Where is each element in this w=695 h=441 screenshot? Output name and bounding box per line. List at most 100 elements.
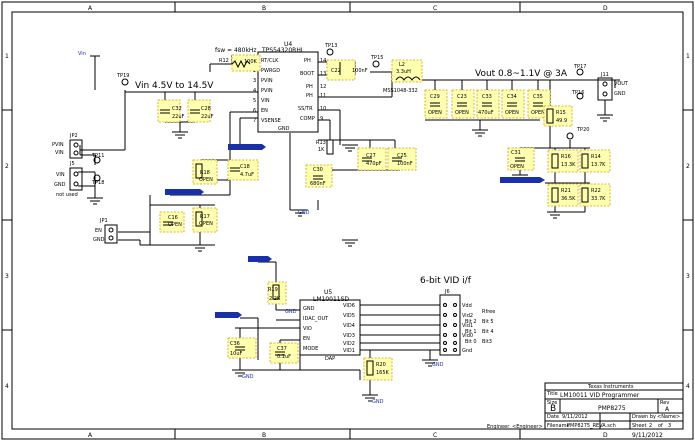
c36-val: 10uF [230,351,243,357]
c27-val: 470pF [366,161,382,167]
u5-pin-left-4: EN [303,336,310,342]
input-connectors: JP2 PVIN VIN J5 VIN GND not used JP1 EN … [52,133,118,244]
r15-highlight [543,105,573,127]
c32-ref: C32 [172,106,182,112]
sheet-value: 2 [649,423,652,429]
tp19-label: TP19 [116,73,129,79]
u4-pin-left-4: PVIN [261,88,273,94]
u5-pin-right-2: VID5 [343,313,355,319]
c32-val: 22uF [172,114,185,120]
j6-right-2: Bit 5 [482,319,494,325]
u4-gnd-pad: GND [278,126,290,132]
jp1-pin2: GND [93,237,105,243]
r14-ref: R14 [591,154,601,160]
c22-highlight [326,59,356,81]
en-network: C18 4.7uF R18 OPEN R17 OPEN C16 OPEN [159,144,266,233]
c36-highlight [227,337,257,359]
drawn-value: <Name> [657,414,680,420]
j6-connector: J6 Vdd Vid2 Vid1 Vid0 Gnd Rfree Bit 5 Bi… [439,289,495,356]
c34-val: OPEN [505,110,519,116]
r21-ref: R21 [561,188,571,194]
gnd-label-u5: GND [242,374,254,380]
u5-pin-left-1: GND [303,306,315,312]
c30-val: 680nF [310,181,326,187]
en-net-flag-u5 [215,312,242,318]
c16-ref: C16 [168,215,178,221]
row-label-1: 1 [5,53,9,60]
c18-val: 4.7uF [240,172,254,178]
jp1-ref: JP1 [99,218,108,224]
c28-ref: C28 [201,106,211,112]
u4-pin-num-l5: 5 [253,98,256,104]
u5-pin-right-3: VID4 [343,323,355,329]
c33-val: 470uF [478,110,494,116]
size-label: Size [547,400,557,406]
r15-ref: R15 [556,110,566,116]
u4-fsw: fsw = 480kHz [215,47,257,54]
u4-ref: U4 [284,41,292,48]
l2-ref: L2 [399,62,405,68]
c25-ref: C25 [397,153,407,159]
filename-value: PMP8275_REVA.sch [567,423,616,429]
u4-pin-num-r1: 14 [320,58,326,64]
title-block: Texas Instruments Title LM10011 VID Prog… [487,382,684,439]
r22-ref: R22 [591,188,601,194]
tp17-label: TP17 [573,64,586,70]
ground-symbols: GND GND GND GND GND [87,114,613,405]
u4-pin-left-2: PWRGD [261,68,280,74]
vid-feedback-net-flag [500,177,545,183]
footer-date: 9/11/2012 [632,432,663,439]
row-label-2-right: 2 [686,163,690,170]
j5-pin2: GND [54,182,66,188]
r22-val: 33.7K [591,196,606,202]
c23-val: OPEN [455,110,469,116]
r12-ref: R12 [219,58,229,64]
u5-pin-right-5: VID2 [343,341,355,347]
l2-val: 3.3uH [396,69,411,75]
en-net-flag [165,189,204,195]
sheet-label: Sheet [632,423,646,429]
u4-pin-left-1: RT/CLK [261,58,279,64]
j6-right-4: Bit3 [482,339,492,345]
u5-pin-left-5: MODE [303,346,318,352]
c37-ref: C37 [277,346,287,352]
output-stage: C22 100nF L2 3.3uH MSS1048-332 C29 OPEN … [326,59,611,207]
r16-val: 13.3K [561,162,576,168]
u4-pin-num-r5: 10 [320,106,326,112]
c31-val: OPEN [510,164,524,170]
size-value: B [550,404,556,414]
input-capacitors: C32 22uF C28 22uF [157,99,214,123]
c34-ref: C34 [507,94,517,100]
u4-pin-left-7: VSENSE [261,118,281,124]
j6-label-4: Vid0 [462,333,473,339]
engineer-value: <Engineer> [512,424,543,430]
r20-val: 165K [376,370,390,376]
c31-ref: C31 [511,150,521,156]
u5-pin-left-2: IDAC_OUT [303,316,329,322]
r16-highlight [547,149,579,173]
c37-highlight [269,342,299,364]
gnd-label-r20: GND [372,399,384,405]
u4-pin-right-3: PH [306,84,313,90]
j5-ref: J5 [69,161,75,167]
col-label-d: D [603,5,608,12]
r16-ref: R16 [561,154,571,160]
filename-label: Filename [547,423,570,429]
c31-highlight [507,147,535,171]
r12-val: 100K [244,59,258,65]
r18-val: OPEN [199,177,213,183]
u5-ref: U5 [324,289,332,296]
r20-ref: R20 [376,362,386,368]
u5-dap: DAP [325,356,335,362]
drawn-label: Drawn by [632,414,656,420]
c28-val: 22uF [201,114,214,120]
row-label-3: 3 [5,273,9,280]
doc-number: PMP8275 [598,405,626,412]
u5-pin-left-3: VIO [303,326,312,332]
c23-ref: C23 [457,94,467,100]
title-text: LM10011 VID Programmer [560,392,640,399]
col-label-b: B [262,5,266,12]
c25-highlight [387,147,417,171]
col-label-a: A [88,5,93,12]
